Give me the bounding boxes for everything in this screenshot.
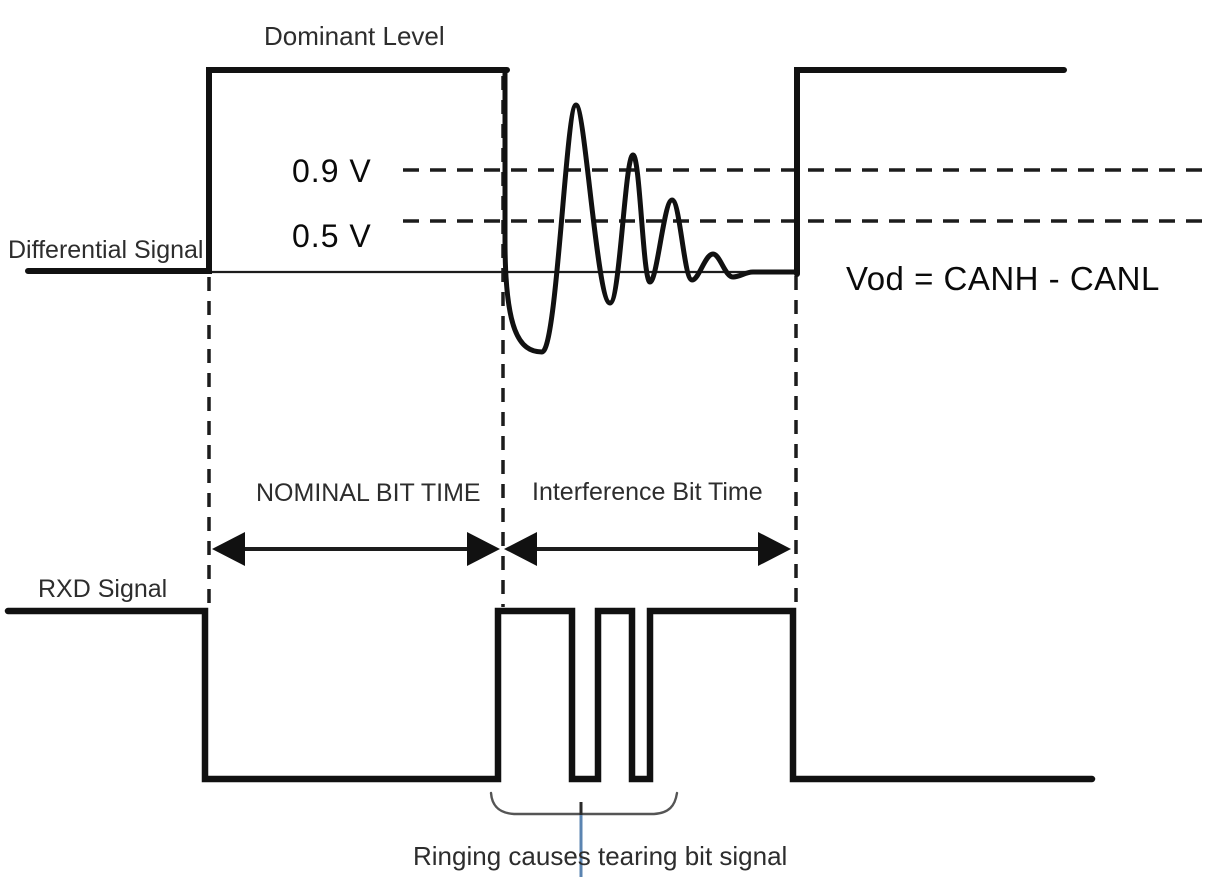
- nominal-bit-arrowhead-left: [212, 532, 245, 566]
- nominal-bit-arrowhead-right: [467, 532, 500, 566]
- differential-second-pulse: [794, 67, 1067, 277]
- interference-bit-arrowhead-right: [758, 532, 791, 566]
- nominal-bit-time-label: NOMINAL BIT TIME: [256, 479, 481, 507]
- ringing-annotation-label: Ringing causes tearing bit signal: [413, 841, 788, 871]
- vod-formula-label: Vod = CANH - CANL: [846, 260, 1160, 297]
- dominant-level-label: Dominant Level: [264, 21, 445, 51]
- differential-dominant-pulse: [25, 67, 510, 274]
- differential-signal-label: Differential Signal: [8, 236, 204, 264]
- ringing-brace: [489, 791, 679, 816]
- interference-bit-arrowhead-left: [504, 532, 537, 566]
- rxd-waveform: [4, 607, 1096, 783]
- threshold-0v9-label: 0.9 V: [292, 153, 372, 189]
- differential-ringing-wave: [502, 67, 800, 355]
- rxd-signal-label: RXD Signal: [38, 575, 168, 603]
- interference-bit-time-label: Interference Bit Time: [532, 478, 763, 506]
- threshold-0v5-label: 0.5 V: [292, 218, 372, 254]
